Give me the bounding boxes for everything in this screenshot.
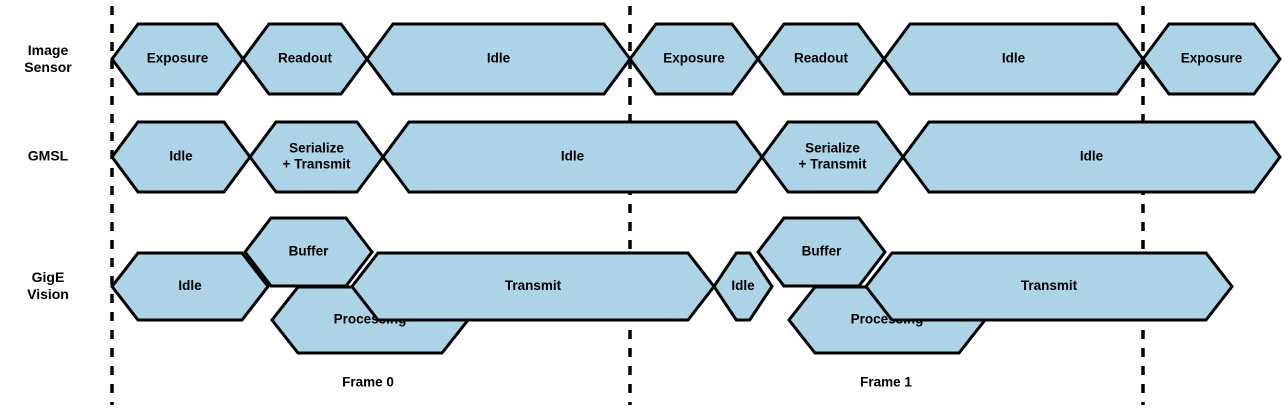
- stage-label: Idle: [1002, 51, 1026, 66]
- stage-gv-buffer-0: Buffer: [243, 216, 374, 288]
- stage-label: Readout: [794, 51, 849, 66]
- stage-label: + Transmit: [283, 157, 351, 172]
- stage-shape: [1141, 22, 1282, 96]
- frame-0-label: Frame 0: [342, 375, 394, 390]
- stage-label: Idle: [561, 149, 585, 164]
- stage-label: Buffer: [802, 244, 842, 259]
- stage-shape: [628, 22, 760, 96]
- stage-label: Idle: [731, 278, 755, 293]
- stage-label: Transmit: [505, 278, 562, 293]
- row-label-line: Sensor: [24, 59, 72, 75]
- stage-shape: [381, 120, 764, 194]
- stage-label: + Transmit: [799, 157, 867, 172]
- stage-label: Idle: [487, 51, 511, 66]
- stage-shape: [760, 120, 905, 194]
- row-label-gmsl: GMSL: [28, 148, 69, 164]
- stage-is-idle-0: Idle: [365, 22, 632, 96]
- stage-gv-transmit-1: Transmit: [864, 251, 1234, 322]
- stage-gv-idle-0: Idle: [110, 251, 270, 322]
- frame-label-layer: Frame 0 Frame 1: [342, 375, 912, 390]
- stage-shape: [756, 22, 886, 96]
- stage-gv-buffer-1: Buffer: [756, 216, 887, 288]
- stage-gm-serialize-0: Serialize+ Transmit: [248, 120, 385, 194]
- stage-label: Idle: [169, 149, 193, 164]
- stage-gv-transmit-0: Transmit: [350, 251, 716, 322]
- frame-1-label: Frame 1: [860, 375, 912, 390]
- stage-label: Exposure: [147, 51, 209, 66]
- stage-gm-idle-0: Idle: [110, 120, 252, 194]
- stage-gm-idle-2: Idle: [901, 120, 1282, 194]
- stage-shape: [110, 22, 245, 96]
- stage-gm-idle-1: Idle: [381, 120, 764, 194]
- stage-shape: [365, 22, 632, 96]
- stage-shape: [248, 120, 385, 194]
- stage-label: Idle: [178, 278, 202, 293]
- stage-shape: [882, 22, 1145, 96]
- stage-shape: [110, 251, 270, 322]
- stage-label: Idle: [1080, 149, 1104, 164]
- stage-shape: [864, 251, 1234, 322]
- stage-is-readout-0: Readout: [241, 22, 369, 96]
- stage-shape: [110, 120, 252, 194]
- stage-is-exposure-2: Exposure: [1141, 22, 1282, 96]
- frame-divider-layer: [110, 6, 1145, 405]
- stage-label: Buffer: [289, 244, 329, 259]
- row-label-line: Vision: [27, 286, 69, 302]
- stage-label: Readout: [278, 51, 333, 66]
- row-label-line: GMSL: [28, 148, 69, 164]
- stage-label: Exposure: [663, 51, 725, 66]
- stage-is-exposure-0: Exposure: [110, 22, 245, 96]
- stage-is-idle-1: Idle: [882, 22, 1145, 96]
- stage-label: Serialize: [805, 141, 860, 156]
- stage-shape: [350, 251, 716, 322]
- stage-is-exposure-1: Exposure: [628, 22, 760, 96]
- stage-shape: [241, 22, 369, 96]
- stage-label: Serialize: [289, 141, 344, 156]
- stage-shape: [712, 251, 774, 322]
- stage-gm-serialize-1: Serialize+ Transmit: [760, 120, 905, 194]
- stage-label: Exposure: [1181, 51, 1243, 66]
- stage-is-readout-1: Readout: [756, 22, 886, 96]
- row-label-line: Image: [28, 42, 69, 58]
- stage-label: Transmit: [1021, 278, 1078, 293]
- row-label-line: GigE: [32, 269, 65, 285]
- stage-shape: [901, 120, 1282, 194]
- stage-gv-idle-1: Idle: [712, 251, 774, 322]
